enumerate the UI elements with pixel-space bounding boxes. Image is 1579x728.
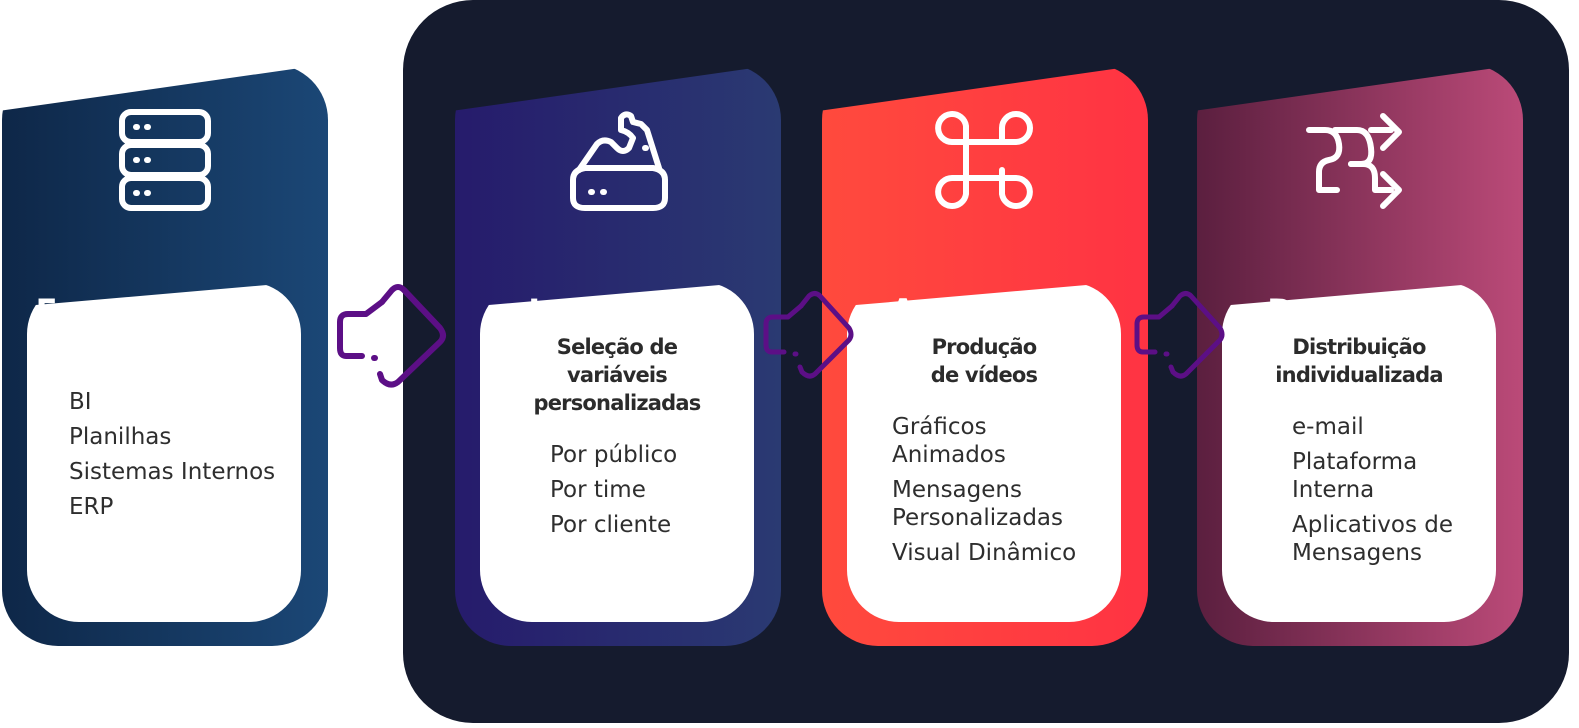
database-spill-icon [570,111,668,211]
flow-arrow-icon [763,291,854,379]
server-icon [119,109,211,211]
list-item: BI [69,389,92,415]
list-item: Por cliente [550,512,672,538]
card-automacao: Automação Produção de vídeos Gráficos An… [822,64,1148,646]
inner-panel-automacao: Produção de vídeos Gráficos Animados Men… [847,282,1121,622]
card-integracao: Integração Seleção de variáveis personal… [455,64,781,646]
inner-heading-line: variáveis [566,363,668,387]
list-item: Animados [892,442,1006,468]
flow-arrow-icon [337,284,446,388]
list-item: Gráficos [892,414,987,440]
list-item: Personalizadas [892,505,1064,531]
inner-panel-fonte: BI Planilhas Sistemas Internos ERP [27,282,301,622]
list-item: Plataforma [1292,449,1418,475]
list-item: Interna [1292,477,1375,503]
inner-heading-line: personalizadas [533,391,702,415]
inner-panel-integracao: Seleção de variáveis personalizadas Por … [480,282,754,622]
inner-heading-line: Distribuição [1292,335,1426,359]
card-destinacao: Destinação Distribuição individualizada … [1197,64,1523,646]
inner-heading-line: de vídeos [930,363,1038,387]
inner-heading-line: individualizada [1275,363,1443,387]
list-item: Visual Dinâmico [892,540,1077,566]
inner-heading-line: Seleção de [556,335,678,359]
shuffle-arrows-icon [1306,113,1402,209]
command-key-icon [935,111,1033,209]
list-item: e-mail [1292,414,1364,440]
list-item: Por público [550,442,678,468]
list-item: Sistemas Internos [69,459,276,485]
list-item: ERP [69,494,114,520]
inner-panel-destinacao: Distribuição individualizada e-mail Plat… [1222,282,1496,622]
list-item: Planilhas [69,424,172,450]
card-fonte-de-dados: Fonte de dados BI Planilhas Sistemas Int… [2,64,328,646]
list-item: Aplicativos de [1292,512,1453,538]
list-item: Mensagens [892,477,1022,503]
list-item: Mensagens [1292,540,1422,566]
list-item: Por time [550,477,646,503]
inner-heading-line: Produção [931,335,1038,359]
flow-arrow-icon [1134,291,1225,379]
